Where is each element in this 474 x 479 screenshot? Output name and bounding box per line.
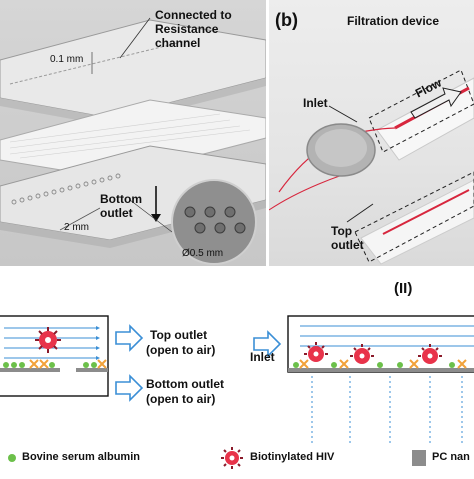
right-flow-arrows bbox=[300, 325, 474, 347]
panel-a-device-render: Connected to Resistance channel 0.1 mm B… bbox=[0, 0, 266, 266]
left-flow-arrowheads bbox=[96, 326, 100, 360]
panel-b-device-photo: (b) Filtration device Inlet Flow Top out… bbox=[269, 0, 474, 266]
panel-b-label: (b) bbox=[275, 10, 298, 30]
top-layer bbox=[0, 19, 266, 119]
dim-length-2mm: 2 mm bbox=[64, 222, 89, 233]
panel-ii-label: (II) bbox=[394, 280, 413, 297]
legend-bsa-swatch bbox=[8, 454, 16, 462]
pore-zoom-inset bbox=[171, 179, 257, 265]
right-bsa-molecules bbox=[293, 362, 455, 368]
outlet-region-box bbox=[354, 171, 474, 263]
inlet-label: Inlet bbox=[250, 350, 275, 364]
top-outlet-arrow bbox=[115, 324, 144, 352]
dim-pore-0-5mm: Ø0.5 mm bbox=[182, 248, 224, 259]
bottom-layer-edge bbox=[0, 200, 266, 248]
left-membrane-segment-1 bbox=[0, 368, 60, 372]
left-membrane-segment-2 bbox=[76, 368, 108, 372]
label-inlet: Inlet bbox=[303, 96, 328, 110]
label-top: Top bbox=[331, 224, 353, 238]
dim-height-0-1mm: 0.1 mm bbox=[50, 54, 84, 65]
label-resistance: Resistance bbox=[155, 22, 219, 36]
inset-pores bbox=[184, 206, 246, 234]
right-downward-flow bbox=[311, 376, 463, 446]
coin-face bbox=[315, 129, 367, 167]
top-outlet-leader bbox=[346, 203, 374, 223]
label-connected-to: Connected to bbox=[155, 8, 232, 22]
inset-leader bbox=[129, 199, 173, 233]
top-layer-edge bbox=[0, 78, 266, 126]
right-antibodies bbox=[299, 359, 467, 369]
device-layers-illustration bbox=[0, 17, 266, 265]
top-outlet-label: Top outlet bbox=[150, 328, 208, 342]
capture-schematic: (II) Top outlet (open to air) Bottom out… bbox=[0, 276, 474, 474]
length-dim-line bbox=[59, 207, 101, 231]
right-membrane bbox=[288, 368, 474, 372]
inlet-leader bbox=[328, 105, 358, 123]
legend-hiv-label: Biotinylated HIV bbox=[250, 451, 335, 463]
filtration-device-photo bbox=[269, 69, 474, 265]
capture-schematic-drawing bbox=[0, 315, 474, 469]
top-outlet-open-label: (open to air) bbox=[146, 343, 216, 357]
left-bsa-molecules bbox=[3, 362, 97, 368]
legend-bsa-label: Bovine serum albumin bbox=[22, 451, 140, 463]
flow-region-box bbox=[368, 69, 474, 153]
left-channel-box bbox=[0, 315, 109, 397]
label-top-outlet: outlet bbox=[331, 238, 364, 252]
top-channel-line bbox=[9, 39, 191, 85]
device-lower-chip bbox=[360, 179, 474, 265]
bottom-outlet-arrowhead bbox=[151, 214, 161, 222]
legend-pc-label: PC nan bbox=[432, 451, 470, 463]
bottom-outlet-open-label: (open to air) bbox=[146, 392, 216, 406]
left-antibodies bbox=[29, 359, 107, 369]
label-outlet: outlet bbox=[100, 206, 133, 220]
pore-row bbox=[11, 173, 121, 205]
connected-leader bbox=[119, 17, 151, 59]
legend-pc-swatch bbox=[412, 450, 426, 466]
inlet-arrow bbox=[253, 330, 282, 358]
legend-hiv-swatch bbox=[221, 447, 243, 469]
flow-arrow bbox=[410, 87, 462, 119]
left-hiv-particle bbox=[35, 327, 61, 353]
right-hiv-particles bbox=[304, 342, 442, 364]
bottom-outlet-label: Bottom outlet bbox=[146, 377, 224, 391]
red-outlet-channel bbox=[382, 189, 470, 235]
bottom-outlet-arrow-schematic bbox=[115, 374, 144, 402]
filtration-device-title: Filtration device bbox=[347, 14, 440, 28]
label-channel: channel bbox=[155, 36, 201, 50]
membrane-mesh bbox=[9, 113, 251, 159]
label-bottom: Bottom bbox=[100, 192, 142, 206]
